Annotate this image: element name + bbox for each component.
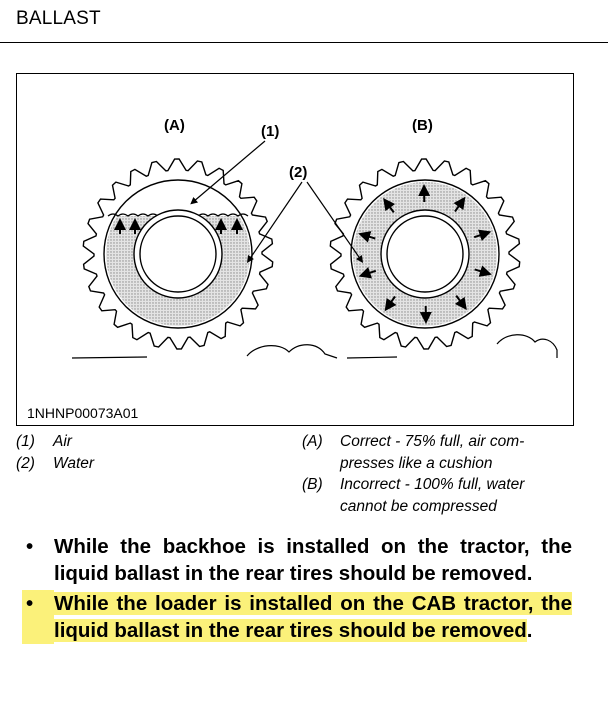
caution-list: • While the backhoe is installed on the …: [22, 533, 572, 644]
leader-2a: [246, 181, 303, 263]
callout-2: (2): [289, 164, 307, 181]
legend-item: (A) Correct - 75% full, air com-presses …: [302, 433, 525, 472]
legend-item: (1) Air: [16, 433, 72, 450]
legend-right: (A) Correct - 75% full, air com-presses …: [302, 431, 524, 517]
bullet-item: • While the backhoe is installed on the …: [22, 533, 572, 587]
ground-right: [346, 334, 558, 359]
bullet-symbol: •: [22, 590, 54, 644]
title-rule: [0, 42, 608, 43]
leader-2b: [306, 181, 364, 263]
label-b: (B): [412, 117, 433, 134]
callout-1: (1): [261, 123, 279, 140]
legend-item: (2) Water: [16, 454, 95, 472]
section-title: BALLAST: [16, 8, 101, 29]
leader-1: [190, 140, 266, 205]
ballast-figure: (A) (B) (1) (2) 1NHNP00073A01: [16, 73, 574, 426]
ground-left: [71, 344, 338, 359]
label-a: (A): [164, 117, 185, 134]
tire-a: [82, 158, 274, 350]
bullet-symbol: •: [26, 535, 34, 558]
tire-illustration: (A) (B) (1) (2): [71, 117, 558, 359]
tire-b: [329, 158, 521, 350]
bullet-item-highlighted: • While the loader is installed on the C…: [22, 590, 572, 644]
legend-left: (1) Air (2) Water: [16, 431, 94, 474]
figure-code: 1NHNP00073A01: [27, 405, 139, 421]
